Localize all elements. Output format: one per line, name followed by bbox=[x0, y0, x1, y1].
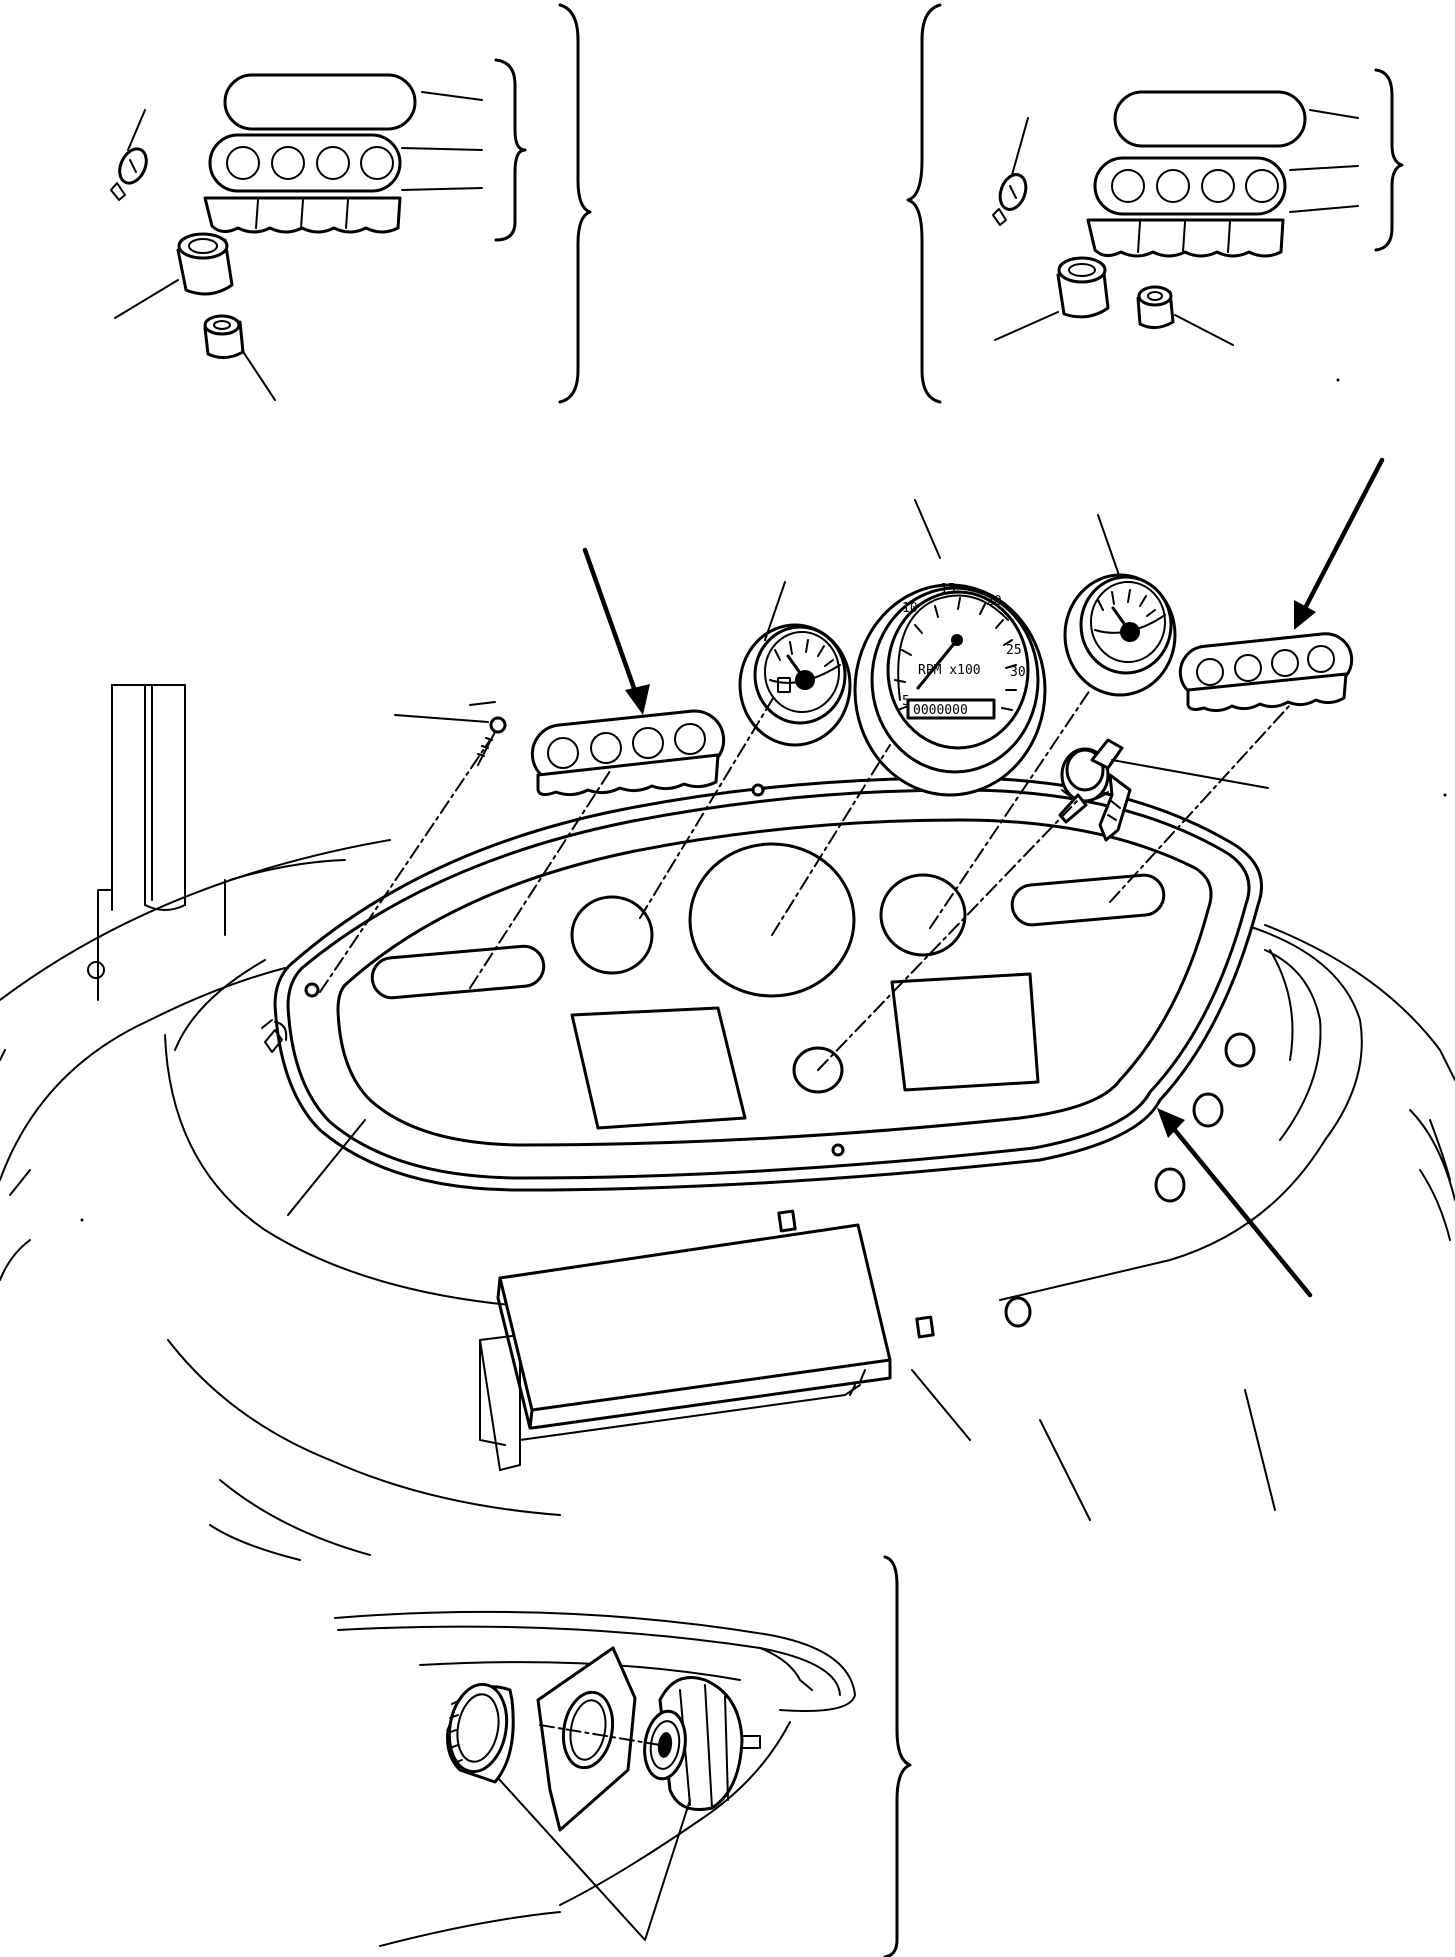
gauge-hole bbox=[570, 895, 654, 975]
warning-light-cluster-right bbox=[1178, 632, 1354, 713]
cluster-housing bbox=[1086, 218, 1285, 258]
detail-socket-assembly bbox=[334, 1555, 912, 1957]
tach-scale-label: 25 bbox=[1006, 643, 1022, 658]
temperature-gauge bbox=[1063, 573, 1177, 697]
tachometer: 5 10 15 20 25 30 RPM x100 0000000 bbox=[853, 582, 1047, 797]
fuel-pump-icon bbox=[777, 677, 791, 693]
fuel-gauge bbox=[738, 623, 852, 747]
arrow-icon bbox=[1162, 1115, 1313, 1298]
tach-scale-label: 30 bbox=[1010, 665, 1026, 680]
part-leaders bbox=[764, 499, 1121, 641]
small-socket bbox=[203, 314, 245, 359]
lower-electrical-module bbox=[479, 1209, 971, 1471]
ignition-key-switch bbox=[1058, 738, 1269, 842]
cluster-lens bbox=[1113, 90, 1307, 148]
tach-scale-label: 15 bbox=[940, 582, 956, 597]
dashboard-frame bbox=[261, 776, 1263, 1216]
tach-scale-label: 20 bbox=[986, 594, 1002, 609]
tach-scale-label: 5 bbox=[902, 694, 910, 709]
key-icon bbox=[1090, 738, 1124, 770]
assembly-leaders bbox=[319, 689, 1291, 1071]
arrow-icon bbox=[1297, 457, 1385, 621]
tach-scale-label: 10 bbox=[902, 601, 918, 616]
small-socket bbox=[1136, 285, 1175, 329]
lamp-socket bbox=[176, 232, 234, 296]
arrows bbox=[582, 457, 1385, 1298]
threaded-nut bbox=[446, 1682, 515, 1784]
tach-unit-label: RPM x100 bbox=[918, 663, 981, 678]
warning-light-cluster-left bbox=[469, 701, 726, 797]
gauge-hole bbox=[688, 842, 856, 998]
screw-icon bbox=[394, 714, 507, 766]
machine-body bbox=[0, 684, 1455, 1561]
gauge-hole bbox=[879, 873, 967, 957]
hour-meter bbox=[906, 698, 996, 720]
switch-slot bbox=[1010, 873, 1166, 927]
detail-warning-cluster-right bbox=[906, 3, 1404, 404]
hour-meter-reading: 0000000 bbox=[913, 703, 968, 718]
display-window bbox=[890, 972, 1040, 1092]
switch-slot bbox=[370, 944, 546, 1000]
bulb-icon bbox=[110, 147, 148, 201]
bulb-icon bbox=[992, 173, 1028, 226]
detail-warning-cluster-left bbox=[110, 3, 592, 404]
power-socket bbox=[643, 1676, 761, 1811]
mounting-plate bbox=[536, 1646, 637, 1832]
arrow-icon bbox=[582, 547, 643, 708]
lamp-socket bbox=[1056, 256, 1110, 319]
display-window bbox=[570, 1006, 747, 1130]
cluster-lens bbox=[223, 73, 417, 131]
cluster-bezel bbox=[208, 133, 402, 193]
cluster-bezel bbox=[1093, 156, 1287, 216]
